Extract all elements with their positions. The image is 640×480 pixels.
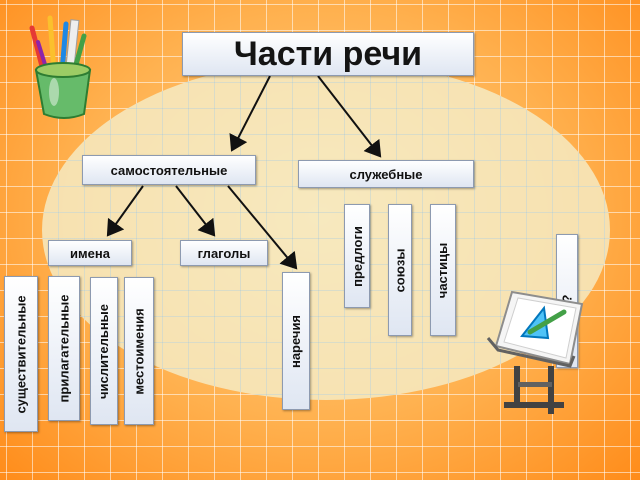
numeral-box: числительные (90, 277, 118, 425)
arrow-independent-to-adverbs (227, 185, 298, 270)
arrow-title-to-auxiliary (317, 75, 382, 158)
particles-box: частицы (430, 204, 456, 336)
drafting-table-icon (486, 290, 584, 414)
conjunctions-box: союзы (388, 204, 412, 336)
adjective-box: прилагательные (48, 276, 80, 421)
arrow-independent-to-verbs (175, 185, 216, 237)
particles-label: частицы (435, 242, 451, 298)
conjunctions-label: союзы (392, 248, 408, 292)
arrow-title-to-independent (229, 75, 271, 152)
independent-box: самостоятельные (82, 155, 256, 185)
adverbs-box: наречия (282, 272, 310, 410)
page-title: Части речи (182, 32, 474, 76)
pronoun-label: местоимения (131, 307, 147, 395)
pronoun-box: местоимения (124, 277, 154, 425)
auxiliary-box: служебные (298, 160, 474, 188)
noun-box: существительные (4, 276, 38, 432)
adverbs-label: наречия (288, 314, 304, 368)
adjective-label: прилагательные (56, 294, 72, 403)
names-box: имена (48, 240, 132, 266)
pencil-cup-icon (29, 15, 92, 119)
noun-label: существительные (13, 294, 29, 414)
prepositions-label: предлоги (349, 225, 365, 287)
verbs-box: глаголы (180, 240, 268, 266)
prepositions-box: предлоги (344, 204, 370, 308)
arrow-independent-to-names (106, 185, 144, 237)
numeral-label: числительные (96, 303, 112, 399)
